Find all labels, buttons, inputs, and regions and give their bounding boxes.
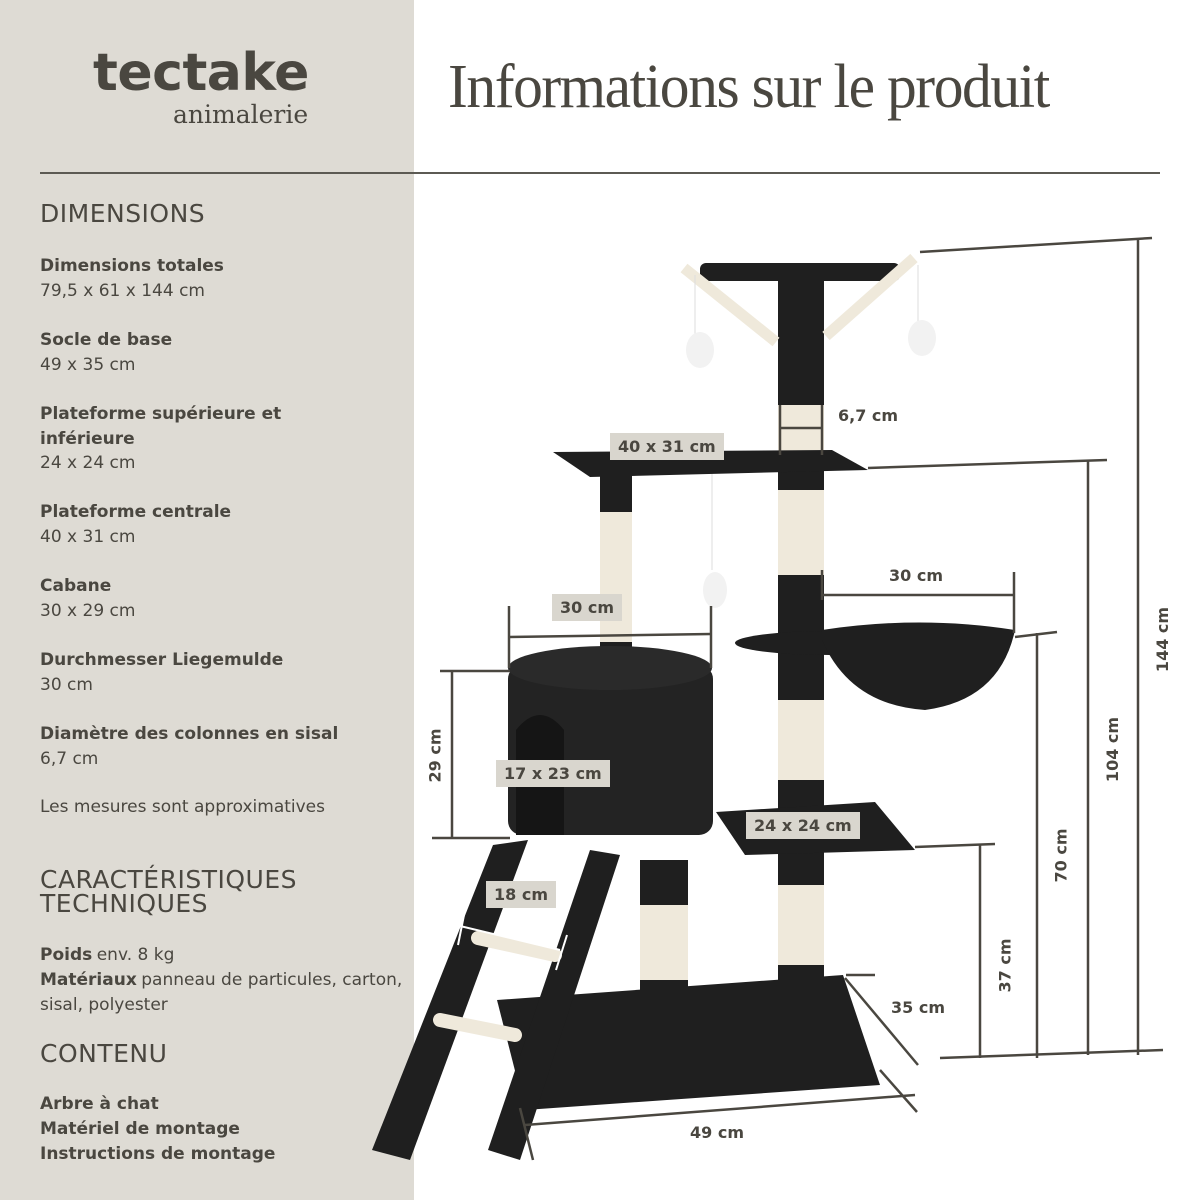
- label-ladder-width: 18 cm: [486, 881, 556, 908]
- technical-specs: Poids env. 8 kg Matériaux panneau de par…: [40, 943, 410, 1018]
- contents-list: Arbre à chat Matériel de montage Instruc…: [40, 1092, 410, 1167]
- spec-value: 24 x 24 cm: [40, 453, 136, 473]
- label-house-entrance: 17 x 23 cm: [496, 760, 610, 787]
- label-height-144: 144 cm: [1153, 606, 1173, 673]
- spec-value: 49 x 35 cm: [40, 354, 136, 375]
- materials-label: Matériaux: [40, 970, 137, 990]
- spec-value: 30 x 29 cm: [40, 600, 136, 621]
- sisal-wrap: [778, 700, 824, 780]
- spec-label: Dimensions totales: [40, 256, 224, 276]
- label-house-width: 30 cm: [552, 594, 622, 621]
- spec-label: Diamètre des colonnes en sisal: [40, 724, 339, 744]
- ladder-rail-left: [372, 840, 528, 1160]
- hammock-bed: [822, 622, 1015, 710]
- brand-subtitle: animalerie: [173, 100, 309, 129]
- contents-heading: CONTENU: [40, 1039, 168, 1068]
- weight-label: Poids: [40, 945, 93, 965]
- spec-value: 30 cm: [40, 674, 93, 695]
- page-title: Informations sur le produit: [448, 53, 1050, 121]
- ladder-rung: [433, 1013, 522, 1042]
- spec-value: 40 x 31 cm: [40, 526, 136, 547]
- toy-mouse-icon: [686, 332, 714, 368]
- weight-value: env. 8 kg: [96, 945, 175, 965]
- technical-heading-line1: CARACTÉRISTIQUES: [40, 865, 297, 894]
- spec-total-dimensions: Dimensions totales 79,5 x 61 x 144 cm: [40, 254, 400, 303]
- spec-house: Cabane 30 x 29 cm: [40, 574, 400, 623]
- dimension-lines: [432, 236, 1164, 1161]
- spec-upper-lower-platform: Plateforme supérieure et inférieure 24 x…: [40, 402, 340, 476]
- sisal-wrap: [778, 490, 824, 575]
- label-post-diameter: 6,7 cm: [838, 406, 899, 425]
- sisal-wrap: [600, 512, 632, 642]
- approximate-note: Les mesures sont approximatives: [40, 797, 325, 817]
- spec-label: Socle de base: [40, 330, 173, 350]
- contents-item: Arbre à chat: [40, 1094, 159, 1114]
- weight-row: Poids env. 8 kg: [40, 943, 410, 968]
- sisal-arm-right: [822, 253, 918, 341]
- label-central-platform: 40 x 31 cm: [610, 433, 724, 460]
- sisal-wrap: [778, 885, 824, 965]
- ladder-rung: [471, 931, 562, 962]
- header-divider: [40, 172, 1160, 174]
- materials-value: panneau de particules, carton, sisal, po…: [40, 970, 403, 1015]
- ladder-dimension: [457, 909, 568, 971]
- dimensions-heading: DIMENSIONS: [40, 199, 206, 228]
- technical-heading: CARACTÉRISTIQUES TECHNIQUES: [40, 865, 297, 918]
- label-height-37: 37 cm: [995, 938, 1015, 993]
- label-lower-platform: 24 x 24 cm: [746, 812, 860, 839]
- label-height-70: 70 cm: [1051, 828, 1071, 883]
- spec-label: Plateforme centrale: [40, 502, 232, 522]
- spec-value: 6,7 cm: [40, 748, 99, 769]
- spec-label: Plateforme supérieure et inférieure: [40, 404, 282, 449]
- brand-logo: tectake animalerie: [93, 43, 333, 129]
- label-hammock-width: 30 cm: [889, 566, 943, 585]
- label-base-width: 49 cm: [690, 1123, 744, 1142]
- cat-tree-illustration: [372, 253, 1015, 1160]
- brand-name: tectake: [93, 43, 309, 103]
- spec-label: Durchmesser Liegemulde: [40, 650, 284, 670]
- toy-mouse-icon: [703, 572, 727, 608]
- spec-central-platform: Plateforme centrale 40 x 31 cm: [40, 500, 400, 549]
- label-height-104: 104 cm: [1103, 716, 1123, 783]
- label-base-depth: 35 cm: [891, 998, 945, 1017]
- sisal-arm-left: [680, 263, 780, 347]
- spec-base: Socle de base 49 x 35 cm: [40, 328, 400, 377]
- spec-hammock: Durchmesser Liegemulde 30 cm: [40, 648, 400, 697]
- spec-value: 79,5 x 61 x 144 cm: [40, 280, 205, 301]
- ladder-rail-right: [488, 850, 620, 1160]
- sidebar-panel: [0, 0, 414, 1200]
- contents-item: Matériel de montage: [40, 1119, 240, 1139]
- sisal-wrap: [778, 405, 824, 455]
- technical-heading-line2: TECHNIQUES: [40, 889, 209, 918]
- contents-item: Instructions de montage: [40, 1144, 276, 1164]
- label-house-height: 29 cm: [425, 728, 445, 783]
- spec-post-diameter: Diamètre des colonnes en sisal 6,7 cm: [40, 722, 410, 771]
- spec-label: Cabane: [40, 576, 112, 596]
- sisal-wrap: [640, 905, 688, 980]
- top-platform: [700, 263, 900, 281]
- materials-row: Matériaux panneau de particules, carton,…: [40, 968, 410, 1018]
- toy-mouse-icon: [908, 320, 936, 356]
